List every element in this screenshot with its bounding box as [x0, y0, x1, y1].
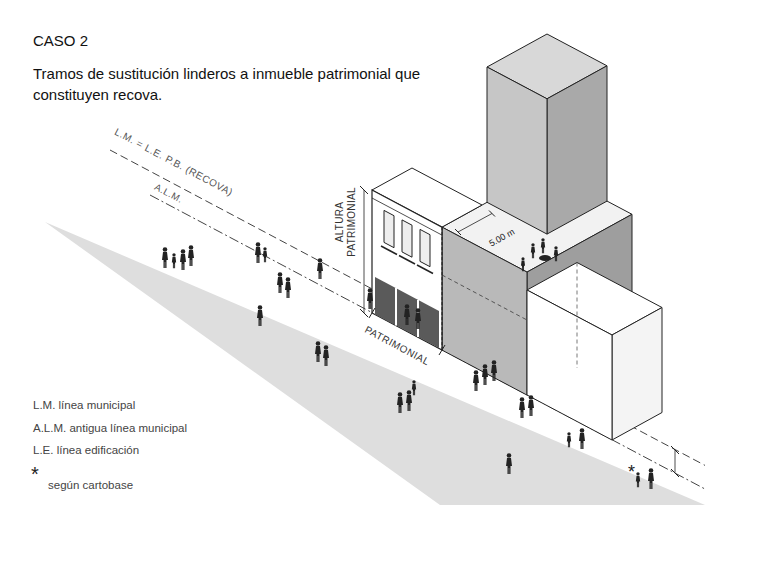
- person: [180, 249, 186, 270]
- abbreviation-note: L.M. línea municipal: [33, 398, 135, 412]
- dimension-tick: [439, 345, 445, 355]
- dimension-tick: [455, 229, 461, 235]
- person: [323, 345, 329, 366]
- dimension-line: [364, 190, 365, 313]
- dimension-line: [675, 450, 676, 473]
- person: [567, 432, 571, 447]
- person: [317, 258, 323, 279]
- person: [406, 390, 412, 411]
- terrace-table: [539, 255, 551, 261]
- subtitle: Tramos de sustitución linderos a inmuebl…: [33, 63, 448, 105]
- person: [521, 257, 525, 271]
- line-label: L.M. = L.E. P.B. (RECOVA): [112, 126, 235, 199]
- person: [648, 468, 654, 489]
- person: [541, 238, 545, 253]
- person: [491, 360, 497, 381]
- neighbour-front: [527, 290, 612, 440]
- person: [172, 253, 176, 268]
- person: [315, 341, 321, 362]
- footnote-text: según cartobase: [48, 478, 133, 492]
- balcony: [399, 256, 415, 265]
- footnote-mark: *: [628, 462, 635, 482]
- dimension-tick: [489, 211, 495, 217]
- person: [415, 308, 421, 329]
- line-label: A.L.M.: [153, 181, 185, 205]
- heritage-depth-line: [442, 227, 443, 350]
- person: [506, 453, 512, 474]
- title: CASO 2: [33, 32, 88, 50]
- envelope-line: [442, 275, 527, 320]
- window: [420, 229, 430, 266]
- envelope-line: [577, 263, 578, 369]
- person: [277, 272, 283, 293]
- person: [263, 247, 267, 262]
- heritage-front: [372, 190, 442, 350]
- window: [384, 210, 394, 247]
- footnote-mark: *: [31, 463, 39, 485]
- neighbour-side: [612, 308, 662, 441]
- pedestrians: [162, 242, 654, 489]
- dimension-tick: [369, 308, 375, 318]
- person: [531, 243, 535, 258]
- person: [528, 395, 534, 416]
- person: [162, 247, 168, 268]
- window: [402, 220, 412, 257]
- abbreviation-note: L.E. línea edificación: [33, 443, 139, 457]
- tower-side: [547, 66, 607, 234]
- dimension-tick: [671, 446, 679, 454]
- abbreviation-note: A.L.M. antigua línea municipal: [33, 421, 187, 435]
- person: [636, 472, 640, 487]
- person: [397, 392, 403, 413]
- person: [554, 246, 558, 261]
- tower-front: [487, 67, 547, 234]
- dimension-tick: [671, 469, 679, 477]
- dimension-tick: [360, 186, 368, 194]
- person: [412, 380, 416, 395]
- person: [257, 305, 263, 326]
- person: [188, 245, 194, 266]
- person: [473, 370, 479, 391]
- person: [285, 277, 291, 298]
- person: [404, 304, 410, 325]
- grey-block-front: [442, 227, 527, 395]
- person: [519, 397, 525, 418]
- balcony: [381, 246, 397, 255]
- arcade-column: [395, 288, 397, 326]
- balcony: [417, 265, 433, 274]
- lm-line: [110, 150, 705, 465]
- person: [579, 428, 585, 449]
- person: [367, 288, 373, 309]
- person: [255, 242, 261, 263]
- person: [482, 364, 488, 385]
- dimension-line: [458, 214, 492, 233]
- dimension-tick: [360, 309, 368, 317]
- dimension-label: ALTURA PATRIMONIAL: [334, 180, 358, 264]
